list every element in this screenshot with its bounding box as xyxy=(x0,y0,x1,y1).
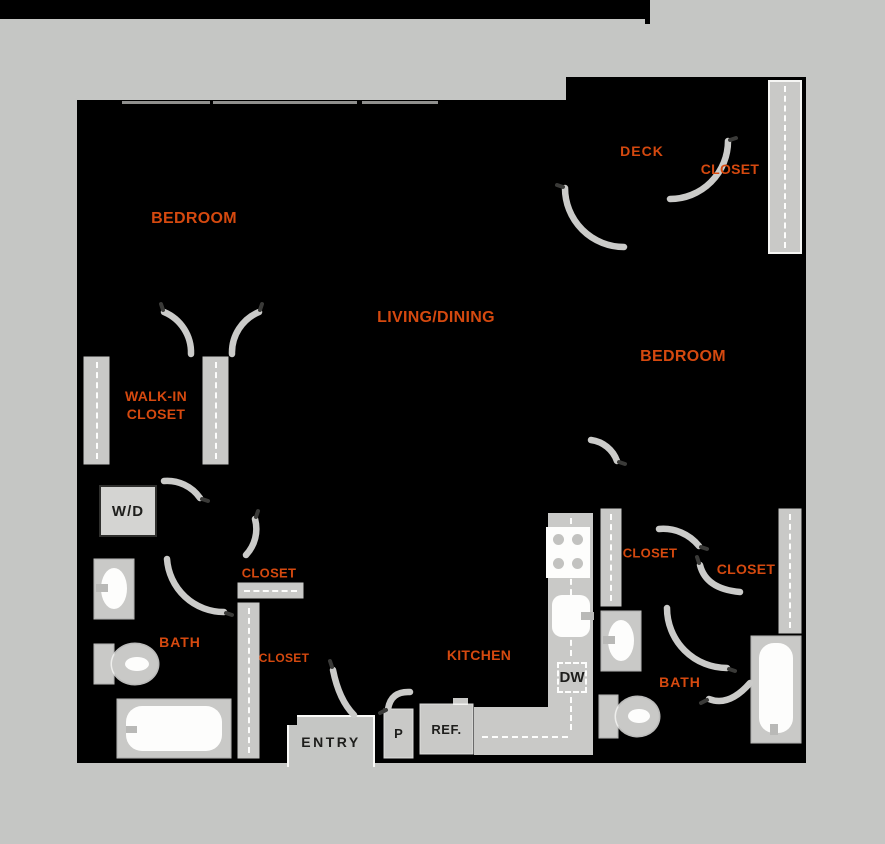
bedroom2-closet-right-label: CLOSET xyxy=(716,561,776,577)
top-wall-tick xyxy=(645,19,650,24)
door-arc xyxy=(242,515,260,559)
door-arc xyxy=(655,525,703,550)
washer-dryer-label: W/D xyxy=(111,502,145,520)
living-dining-label: LIVING/DINING xyxy=(377,309,495,326)
kitchen-faucet-icon xyxy=(581,612,594,620)
bedroom2-closet-left-label: CLOSET xyxy=(622,545,678,561)
hall-closet-shelf xyxy=(239,584,302,597)
bath2-bathtub-icon xyxy=(752,637,800,742)
counter-centerline xyxy=(570,697,572,730)
bath2-sink-icon xyxy=(602,612,640,670)
entry-label: ENTRY xyxy=(301,734,361,750)
hall-closet-upper-label: CLOSET xyxy=(241,565,297,581)
washer-dryer-icon: W/D xyxy=(99,485,157,537)
door-arc xyxy=(663,604,731,672)
door-arc xyxy=(587,436,621,465)
exterior-area-bottom xyxy=(0,763,885,844)
door-arc xyxy=(228,308,263,358)
top-wall-strip xyxy=(0,0,650,19)
bath1-label: BATH xyxy=(159,634,201,650)
entry-landing: ENTRY xyxy=(287,715,375,767)
exterior-area-right xyxy=(806,0,885,763)
bath1-sink-icon xyxy=(95,560,133,618)
walk-in-closet-rod-right xyxy=(204,358,227,463)
deck-closet-label: CLOSET xyxy=(700,161,760,177)
bedroom1-label: BEDROOM xyxy=(151,210,237,227)
bath2-label: BATH xyxy=(659,674,701,690)
door-arc xyxy=(329,666,358,719)
stove-icon xyxy=(546,527,590,578)
walk-in-closet-rod-left xyxy=(85,358,108,463)
walk-in-closet-label-line2: CLOSET xyxy=(126,406,186,422)
hall-closet-rod xyxy=(239,604,258,757)
dishwasher-label: DW xyxy=(559,669,585,686)
pantry-label: P xyxy=(394,726,403,741)
refrigerator-label: REF. xyxy=(431,721,462,737)
bedroom2-closet-rod-right xyxy=(780,510,800,632)
window-icon xyxy=(362,101,438,104)
refrigerator-icon: REF. xyxy=(421,705,472,753)
deck-closet-rod xyxy=(770,82,800,252)
bedroom2-label: BEDROOM xyxy=(640,348,726,365)
exterior-area-left xyxy=(0,0,77,763)
dishwasher-icon: DW xyxy=(557,662,587,693)
door-arc xyxy=(384,688,414,713)
walk-in-closet-label-line1: WALK-IN xyxy=(125,388,187,404)
bath2-toilet-icon xyxy=(600,696,617,737)
window-icon xyxy=(213,101,357,104)
window-icon xyxy=(122,101,210,104)
kitchen-label: KITCHEN xyxy=(446,647,512,663)
counter-centerline xyxy=(482,736,568,738)
bath1-bathtub-icon xyxy=(118,700,230,757)
door-arc xyxy=(705,679,754,705)
bedroom2-closet-rod-left xyxy=(602,510,620,605)
bath1-toilet-icon xyxy=(95,645,113,683)
door-arc xyxy=(561,184,628,251)
door-arc xyxy=(163,555,228,616)
refrigerator-handle-icon xyxy=(453,698,468,705)
door-arc xyxy=(160,477,204,502)
pantry-icon: P xyxy=(385,710,412,757)
hall-closet-lower-label: CLOSET xyxy=(258,651,310,665)
bath1-toilet-seat-icon xyxy=(125,657,149,671)
bath2-toilet-seat-icon xyxy=(628,709,650,723)
entry-wall-notch xyxy=(287,715,297,725)
deck-label: DECK xyxy=(620,143,664,159)
counter-centerline xyxy=(570,518,572,656)
door-arc xyxy=(160,308,195,358)
kitchen-counter-horizontal xyxy=(474,707,593,755)
